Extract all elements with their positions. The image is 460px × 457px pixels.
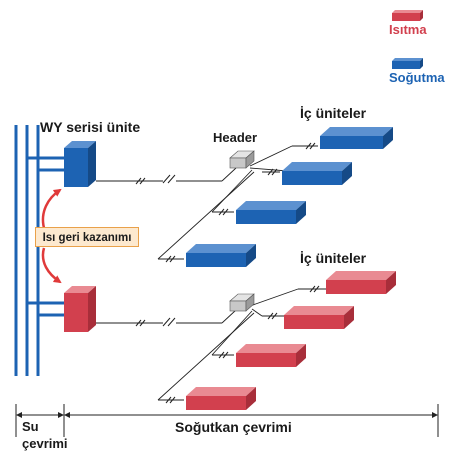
indoor-units-bottom-label: İç üniteler bbox=[300, 250, 367, 266]
heat-recovery-arrow-down bbox=[41, 247, 62, 284]
indoor-unit-heat-1 bbox=[326, 271, 396, 294]
indoor-unit-heat-2 bbox=[284, 306, 354, 329]
refrigerant-pipes-bottom bbox=[96, 288, 326, 401]
water-cycle-label-line2: çevrimi bbox=[22, 436, 68, 451]
header-box-top bbox=[229, 150, 255, 169]
outdoor-unit-cooling bbox=[64, 141, 96, 187]
pipe-break-marks-top bbox=[135, 142, 316, 263]
indoor-units-top-label: İç üniteler bbox=[300, 105, 367, 121]
heat-recovery-label: Isı geri kazanımı bbox=[35, 227, 139, 247]
indoor-unit-cool-1 bbox=[320, 127, 393, 149]
indoor-unit-heat-4 bbox=[186, 387, 256, 410]
header-label: Header bbox=[213, 130, 258, 145]
legend-cooling-label: Soğutma bbox=[389, 70, 445, 85]
indoor-unit-heat-3 bbox=[236, 344, 306, 367]
indoor-unit-cool-4 bbox=[186, 244, 256, 267]
cycle-dimension-bar bbox=[15, 404, 439, 437]
indoor-unit-cool-3 bbox=[236, 201, 306, 224]
legend-heating-label: Isıtma bbox=[389, 22, 427, 37]
heat-recovery-arrow-up bbox=[41, 188, 62, 229]
legend-heating-swatch bbox=[392, 10, 423, 21]
pipe-break-marks-bottom bbox=[135, 285, 320, 404]
outdoor-unit-heating bbox=[64, 286, 96, 332]
legend-cooling-swatch bbox=[392, 58, 423, 69]
water-cycle-label-line1: Su bbox=[22, 419, 39, 434]
water-pipes bbox=[14, 125, 64, 376]
header-box-bottom bbox=[229, 293, 255, 312]
refrigerant-pipes-top bbox=[96, 145, 318, 260]
indoor-unit-cool-2 bbox=[282, 162, 352, 185]
outdoor-unit-label: WY serisi ünite bbox=[40, 119, 141, 135]
refrigerant-cycle-label: Soğutkan çevrimi bbox=[175, 419, 292, 435]
